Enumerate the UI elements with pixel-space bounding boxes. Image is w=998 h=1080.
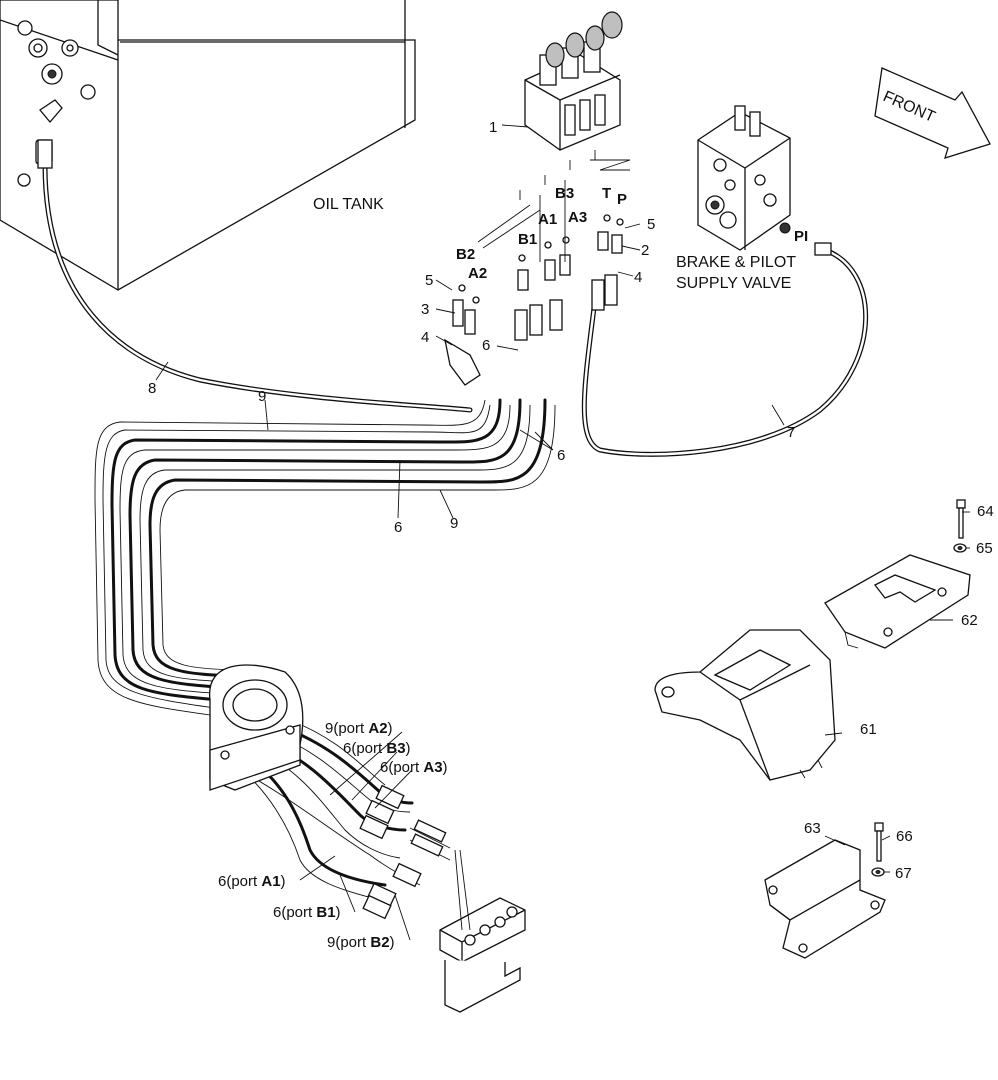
lower-fittings bbox=[359, 784, 451, 920]
part-63-bracket bbox=[764, 839, 886, 959]
port-label-b3: B3 bbox=[555, 185, 574, 202]
callout-66: 66 bbox=[896, 828, 913, 845]
callout-65: 65 bbox=[976, 540, 993, 557]
port-label-t: T bbox=[602, 185, 611, 202]
callout-9-low: 9 bbox=[450, 515, 458, 532]
callout-8: 8 bbox=[148, 380, 156, 397]
callout-9-top: 9 bbox=[258, 388, 266, 405]
callout-1: 1 bbox=[489, 119, 497, 136]
pilot-port-label: PI bbox=[794, 228, 808, 245]
callout-6-mid: 6 bbox=[482, 337, 490, 354]
supply-valve-label-2: SUPPLY VALVE bbox=[676, 275, 791, 292]
callout-6-right: 6 bbox=[557, 447, 565, 464]
port-label-p: P bbox=[617, 191, 627, 208]
callout-61: 61 bbox=[860, 721, 877, 738]
port-label-a3: A3 bbox=[568, 209, 587, 226]
oil-tank bbox=[0, 0, 416, 291]
callout-3: 3 bbox=[421, 301, 429, 318]
bolt-66 bbox=[874, 822, 884, 862]
callout-67: 67 bbox=[895, 865, 912, 882]
hose-callout-6-a1: 6(port A1) bbox=[218, 873, 286, 890]
hose-callout-6-b1: 6(port B1) bbox=[273, 904, 341, 921]
brake-pilot-supply-valve bbox=[697, 105, 791, 251]
bolt-64 bbox=[956, 499, 966, 539]
callout-5-left: 5 bbox=[425, 272, 433, 289]
callout-2: 2 bbox=[641, 242, 649, 259]
control-valve bbox=[524, 11, 623, 151]
callout-4-right: 4 bbox=[634, 269, 642, 286]
leader-lines bbox=[155, 124, 970, 941]
hose-clamp-bracket bbox=[209, 664, 304, 791]
callout-63: 63 bbox=[804, 820, 821, 837]
port-label-b2: B2 bbox=[456, 246, 475, 263]
washer-67 bbox=[871, 867, 885, 877]
hose-callout-9-a2: 9(port A2) bbox=[325, 720, 393, 737]
port-label-a2: A2 bbox=[468, 265, 487, 282]
callout-5-right: 5 bbox=[647, 216, 655, 233]
hose-8 bbox=[37, 139, 473, 413]
callout-64: 64 bbox=[977, 503, 994, 520]
supply-valve-label-1: BRAKE & PILOT bbox=[676, 254, 796, 271]
callout-6-low: 6 bbox=[394, 519, 402, 536]
upper-fittings bbox=[444, 150, 631, 386]
hose-callout-9-b2: 9(port B2) bbox=[327, 934, 395, 951]
hose-callout-6-b3: 6(port B3) bbox=[343, 740, 411, 757]
lower-manifold bbox=[439, 849, 526, 1013]
front-arrow bbox=[874, 67, 991, 159]
part-62-cover-plate bbox=[824, 554, 971, 649]
hose-callout-6-a3: 6(port A3) bbox=[380, 759, 448, 776]
hose-7 bbox=[581, 242, 869, 457]
washer-65 bbox=[953, 543, 967, 553]
callout-4-left: 4 bbox=[421, 329, 429, 346]
port-label-b1: B1 bbox=[518, 231, 537, 248]
part-61-housing bbox=[654, 629, 836, 781]
callout-7: 7 bbox=[787, 424, 795, 441]
port-label-a1: A1 bbox=[538, 211, 557, 228]
callout-62: 62 bbox=[961, 612, 978, 629]
hose-bundle bbox=[94, 398, 556, 716]
oil-tank-label: OIL TANK bbox=[313, 196, 384, 213]
